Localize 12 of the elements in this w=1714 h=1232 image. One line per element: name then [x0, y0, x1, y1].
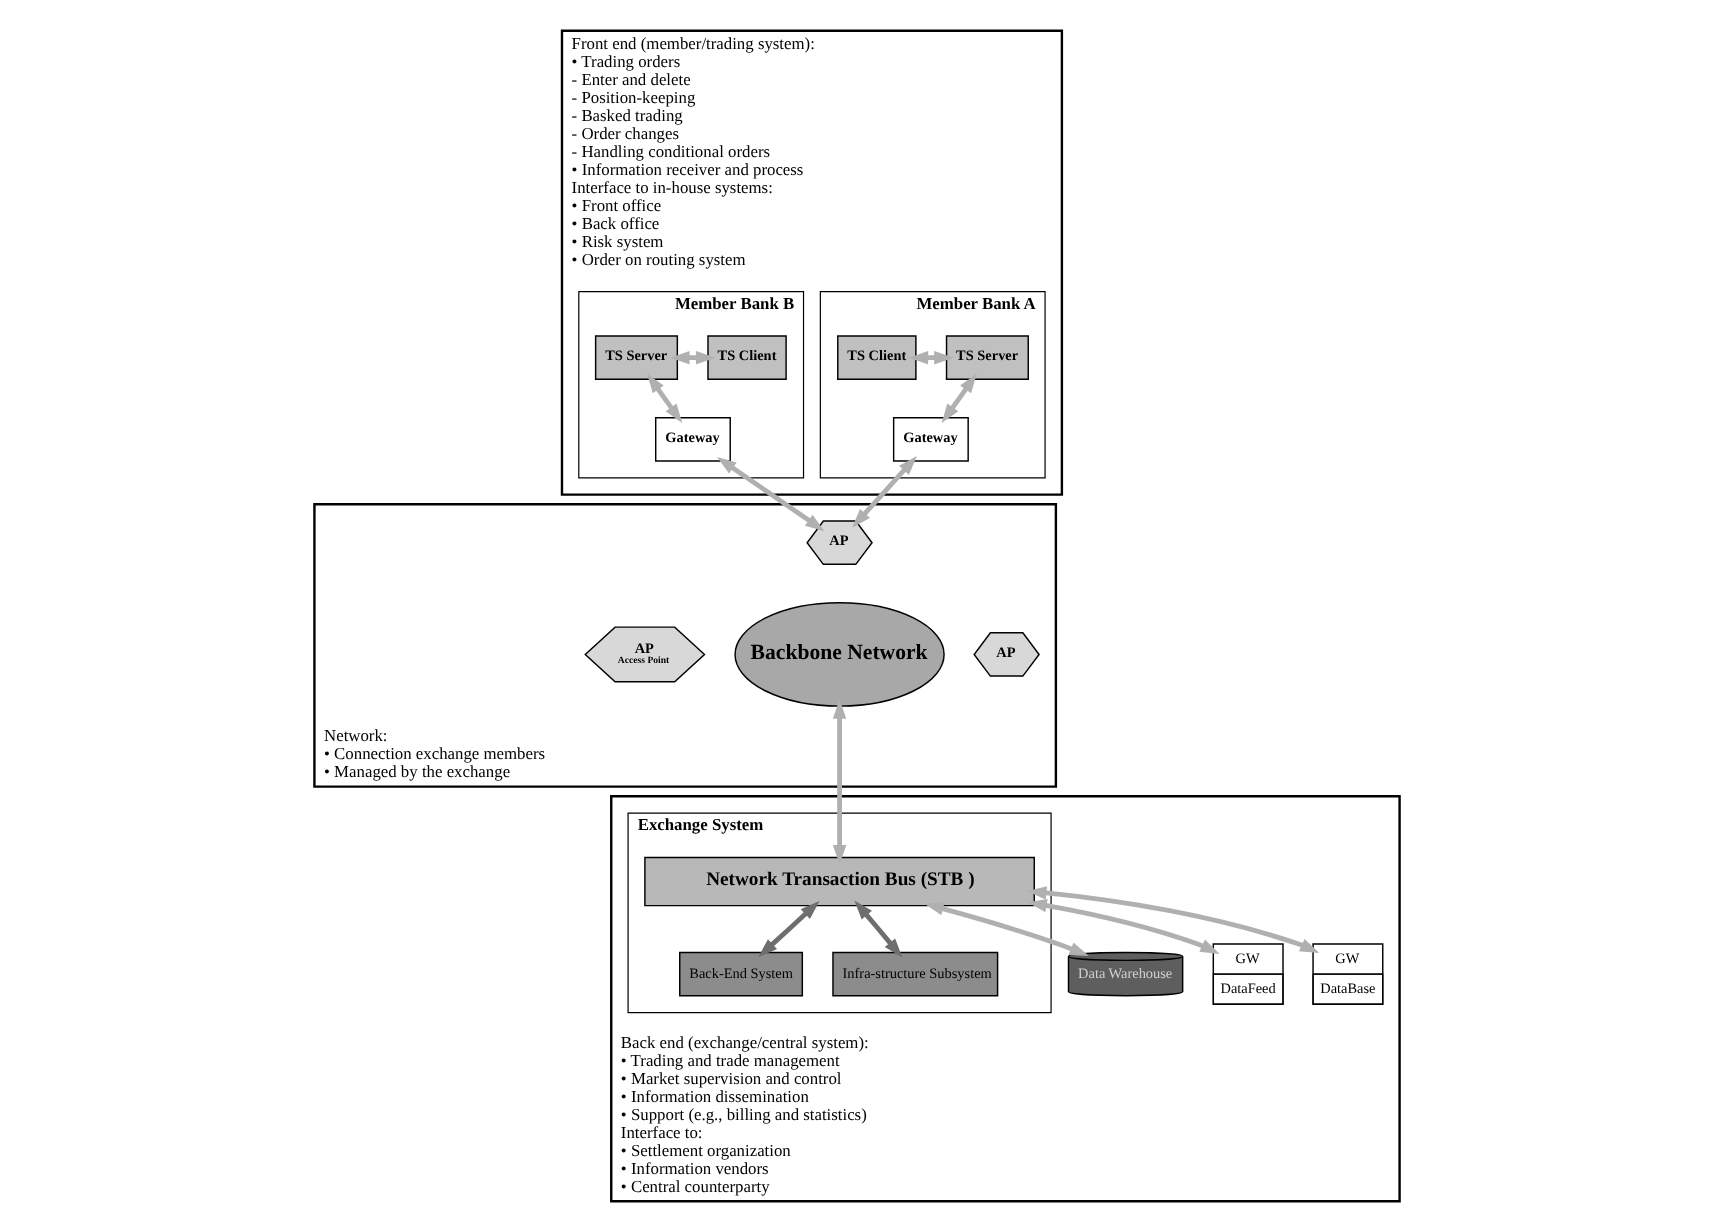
arrow: [854, 900, 903, 958]
arrow: [1027, 898, 1220, 954]
arrow: [717, 457, 825, 532]
node-box: Network Transaction Bus (STB ): [644, 856, 1035, 907]
arrow: [941, 373, 977, 424]
arrow: [647, 373, 683, 424]
arrow: [758, 901, 820, 958]
node-ellipse: Backbone Network: [734, 602, 945, 707]
arrow: [852, 456, 917, 528]
arrow: [1027, 886, 1320, 954]
arrow: [924, 902, 1089, 957]
arrow: [832, 699, 847, 865]
